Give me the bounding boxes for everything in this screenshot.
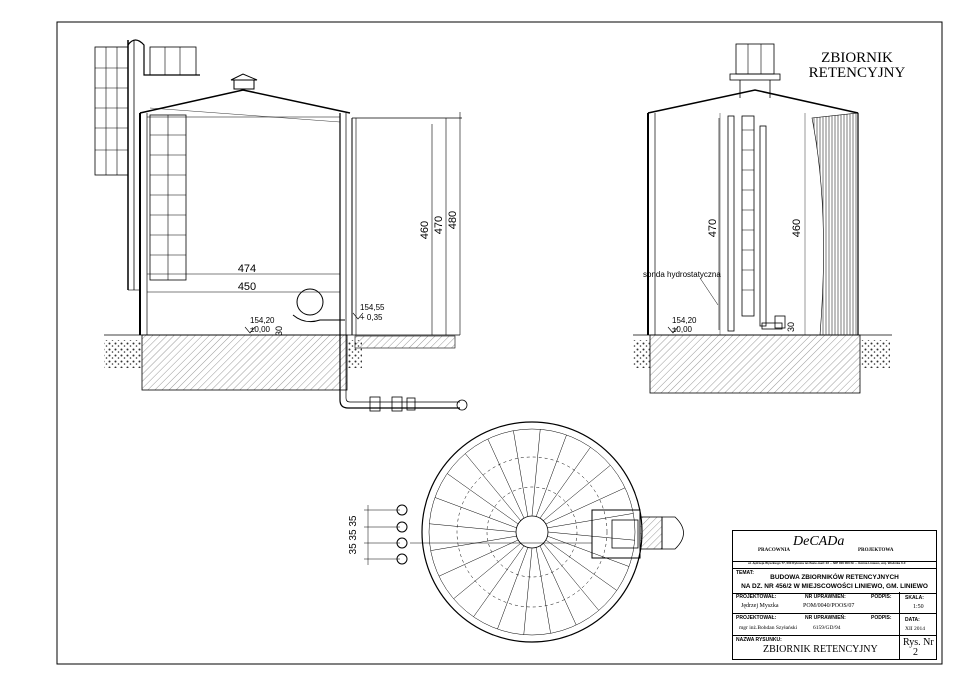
data-label: DATA: bbox=[905, 617, 920, 623]
rys-label: Rys. Nr bbox=[903, 637, 934, 648]
dim-480-left: 480 bbox=[447, 211, 459, 229]
dim-460-left: 460 bbox=[419, 221, 431, 239]
dim-474: 474 bbox=[238, 263, 256, 275]
temat-label: TEMAT: bbox=[736, 570, 754, 576]
projektowal-label: PROJEKTOWAŁ: bbox=[736, 594, 777, 600]
level-154-20-left: 154,20 bbox=[250, 316, 275, 325]
right-elevation-view bbox=[633, 43, 892, 394]
sheet-title-line1: ZBIORNIK bbox=[821, 50, 893, 66]
dim-30-right: 30 bbox=[786, 322, 796, 332]
logo: DeCADa bbox=[793, 534, 845, 549]
roof-rafter bbox=[539, 545, 577, 626]
level-plus-035: + 0,35 bbox=[360, 313, 383, 322]
roof-rafter bbox=[547, 531, 635, 541]
temat-row: TEMAT: BUDOWA ZBIORNIKÓW RETENCYJNYCH NA… bbox=[733, 568, 936, 594]
sprawdzil-nr: 6159/GD/94 bbox=[813, 625, 841, 631]
roof-rafter bbox=[547, 513, 634, 529]
logo-right: PROJEKTOWA bbox=[858, 548, 894, 553]
checker-row: PROJEKTOWAŁ: NR UPRAWNIEŃ: PODPIS: DATA:… bbox=[733, 613, 936, 636]
roof-rafter bbox=[429, 523, 517, 533]
dim-470-right: 470 bbox=[707, 219, 719, 237]
roof-rafter bbox=[523, 547, 533, 635]
dim-450: 450 bbox=[238, 281, 256, 293]
roof-rafter bbox=[473, 545, 525, 617]
drawing-name-row: NAZWA RYSUNKU: ZBIORNIK RETENCYJNY Rys. … bbox=[733, 635, 936, 659]
address-line: ul. Jędrzeja Wyszkiego 77, 000 Rybnica t… bbox=[748, 561, 906, 565]
nazwa-label: NAZWA RYSUNKU: bbox=[736, 637, 782, 643]
temat-line2: NA DZ. NR 456/2 W MIEJSCOWOŚCI LINIEWO, … bbox=[741, 583, 928, 590]
probe-label: sonda hydrostatyczna bbox=[643, 270, 721, 279]
roof-rafter bbox=[535, 547, 551, 634]
nr-upr-label: NR UPRAWNIEŃ: bbox=[805, 594, 846, 600]
roof-rafter bbox=[487, 438, 525, 519]
projektowal-name: Jędrzej Myszka bbox=[741, 603, 779, 609]
roof-rafter bbox=[545, 539, 617, 591]
roof-rafter bbox=[545, 487, 626, 525]
nazwa-value: ZBIORNIK RETENCYJNY bbox=[763, 644, 878, 655]
roof-rafter bbox=[543, 465, 611, 521]
roof-rafter bbox=[430, 535, 517, 551]
left-elevation-view bbox=[94, 39, 468, 412]
level-154-55: 154,55 bbox=[360, 303, 385, 312]
sheet-frame bbox=[56, 21, 943, 665]
level-154-20-right: 154,20 bbox=[672, 316, 697, 325]
roof-rafter bbox=[539, 447, 591, 519]
roof-ring bbox=[456, 456, 608, 608]
sheet-title-line2: RETENCYJNY bbox=[809, 65, 906, 81]
roof-rafter bbox=[438, 539, 519, 577]
author-row: PROJEKTOWAŁ: NR UPRAWNIEŃ: PODPIS: SKALA… bbox=[733, 592, 936, 614]
roof-rafter bbox=[547, 535, 630, 567]
plan-view bbox=[364, 421, 684, 643]
skala-label: SKALA: bbox=[905, 595, 924, 601]
plan-dims-vertical: 35 35 35 bbox=[348, 515, 359, 554]
logo-area: DeCADa PRACOWNIA PROJEKTOWA bbox=[733, 531, 936, 562]
roof-rafter bbox=[535, 434, 567, 517]
projektowal-nr: POM/0040/POOS/07 bbox=[803, 603, 855, 609]
level-zero-left: ±0,00 bbox=[250, 325, 271, 334]
sprawdzil-name: mgr inż.Bohdan Szyłański bbox=[739, 625, 798, 631]
roof-rafter bbox=[434, 497, 517, 529]
dim-30-left: 30 bbox=[274, 326, 284, 336]
roof-rafter bbox=[513, 430, 529, 517]
roof-rafter bbox=[453, 543, 521, 599]
title-block-divider bbox=[899, 592, 900, 659]
dim-470-left: 470 bbox=[433, 216, 445, 234]
logo-left: PRACOWNIA bbox=[758, 548, 790, 553]
temat-line1: BUDOWA ZBIORNIKÓW RETENCYJNYCH bbox=[770, 574, 899, 581]
level-zero-right: ±0,00 bbox=[672, 325, 693, 334]
sprawdzil-nr-label: NR UPRAWNIEŃ: bbox=[805, 615, 846, 621]
roof-rafter bbox=[543, 543, 599, 611]
data-value: XII 2014 bbox=[905, 626, 926, 632]
roof-rafter bbox=[447, 473, 519, 525]
dim-460-right: 460 bbox=[791, 219, 803, 237]
title-block: DeCADa PRACOWNIA PROJEKTOWA ul. Jędrzeja… bbox=[732, 530, 937, 660]
roof-ring bbox=[486, 486, 578, 578]
skala-value: 1:50 bbox=[913, 604, 924, 610]
sprawdzil-label: PROJEKTOWAŁ: bbox=[736, 615, 777, 621]
rys-value: 2 bbox=[913, 647, 918, 658]
podpis-label: PODPIS: bbox=[871, 594, 892, 600]
roof-rafter bbox=[531, 429, 541, 517]
roof-rafter bbox=[465, 453, 521, 521]
sprawdzil-podpis-label: PODPIS: bbox=[871, 615, 892, 621]
roof-rafter bbox=[497, 547, 529, 630]
